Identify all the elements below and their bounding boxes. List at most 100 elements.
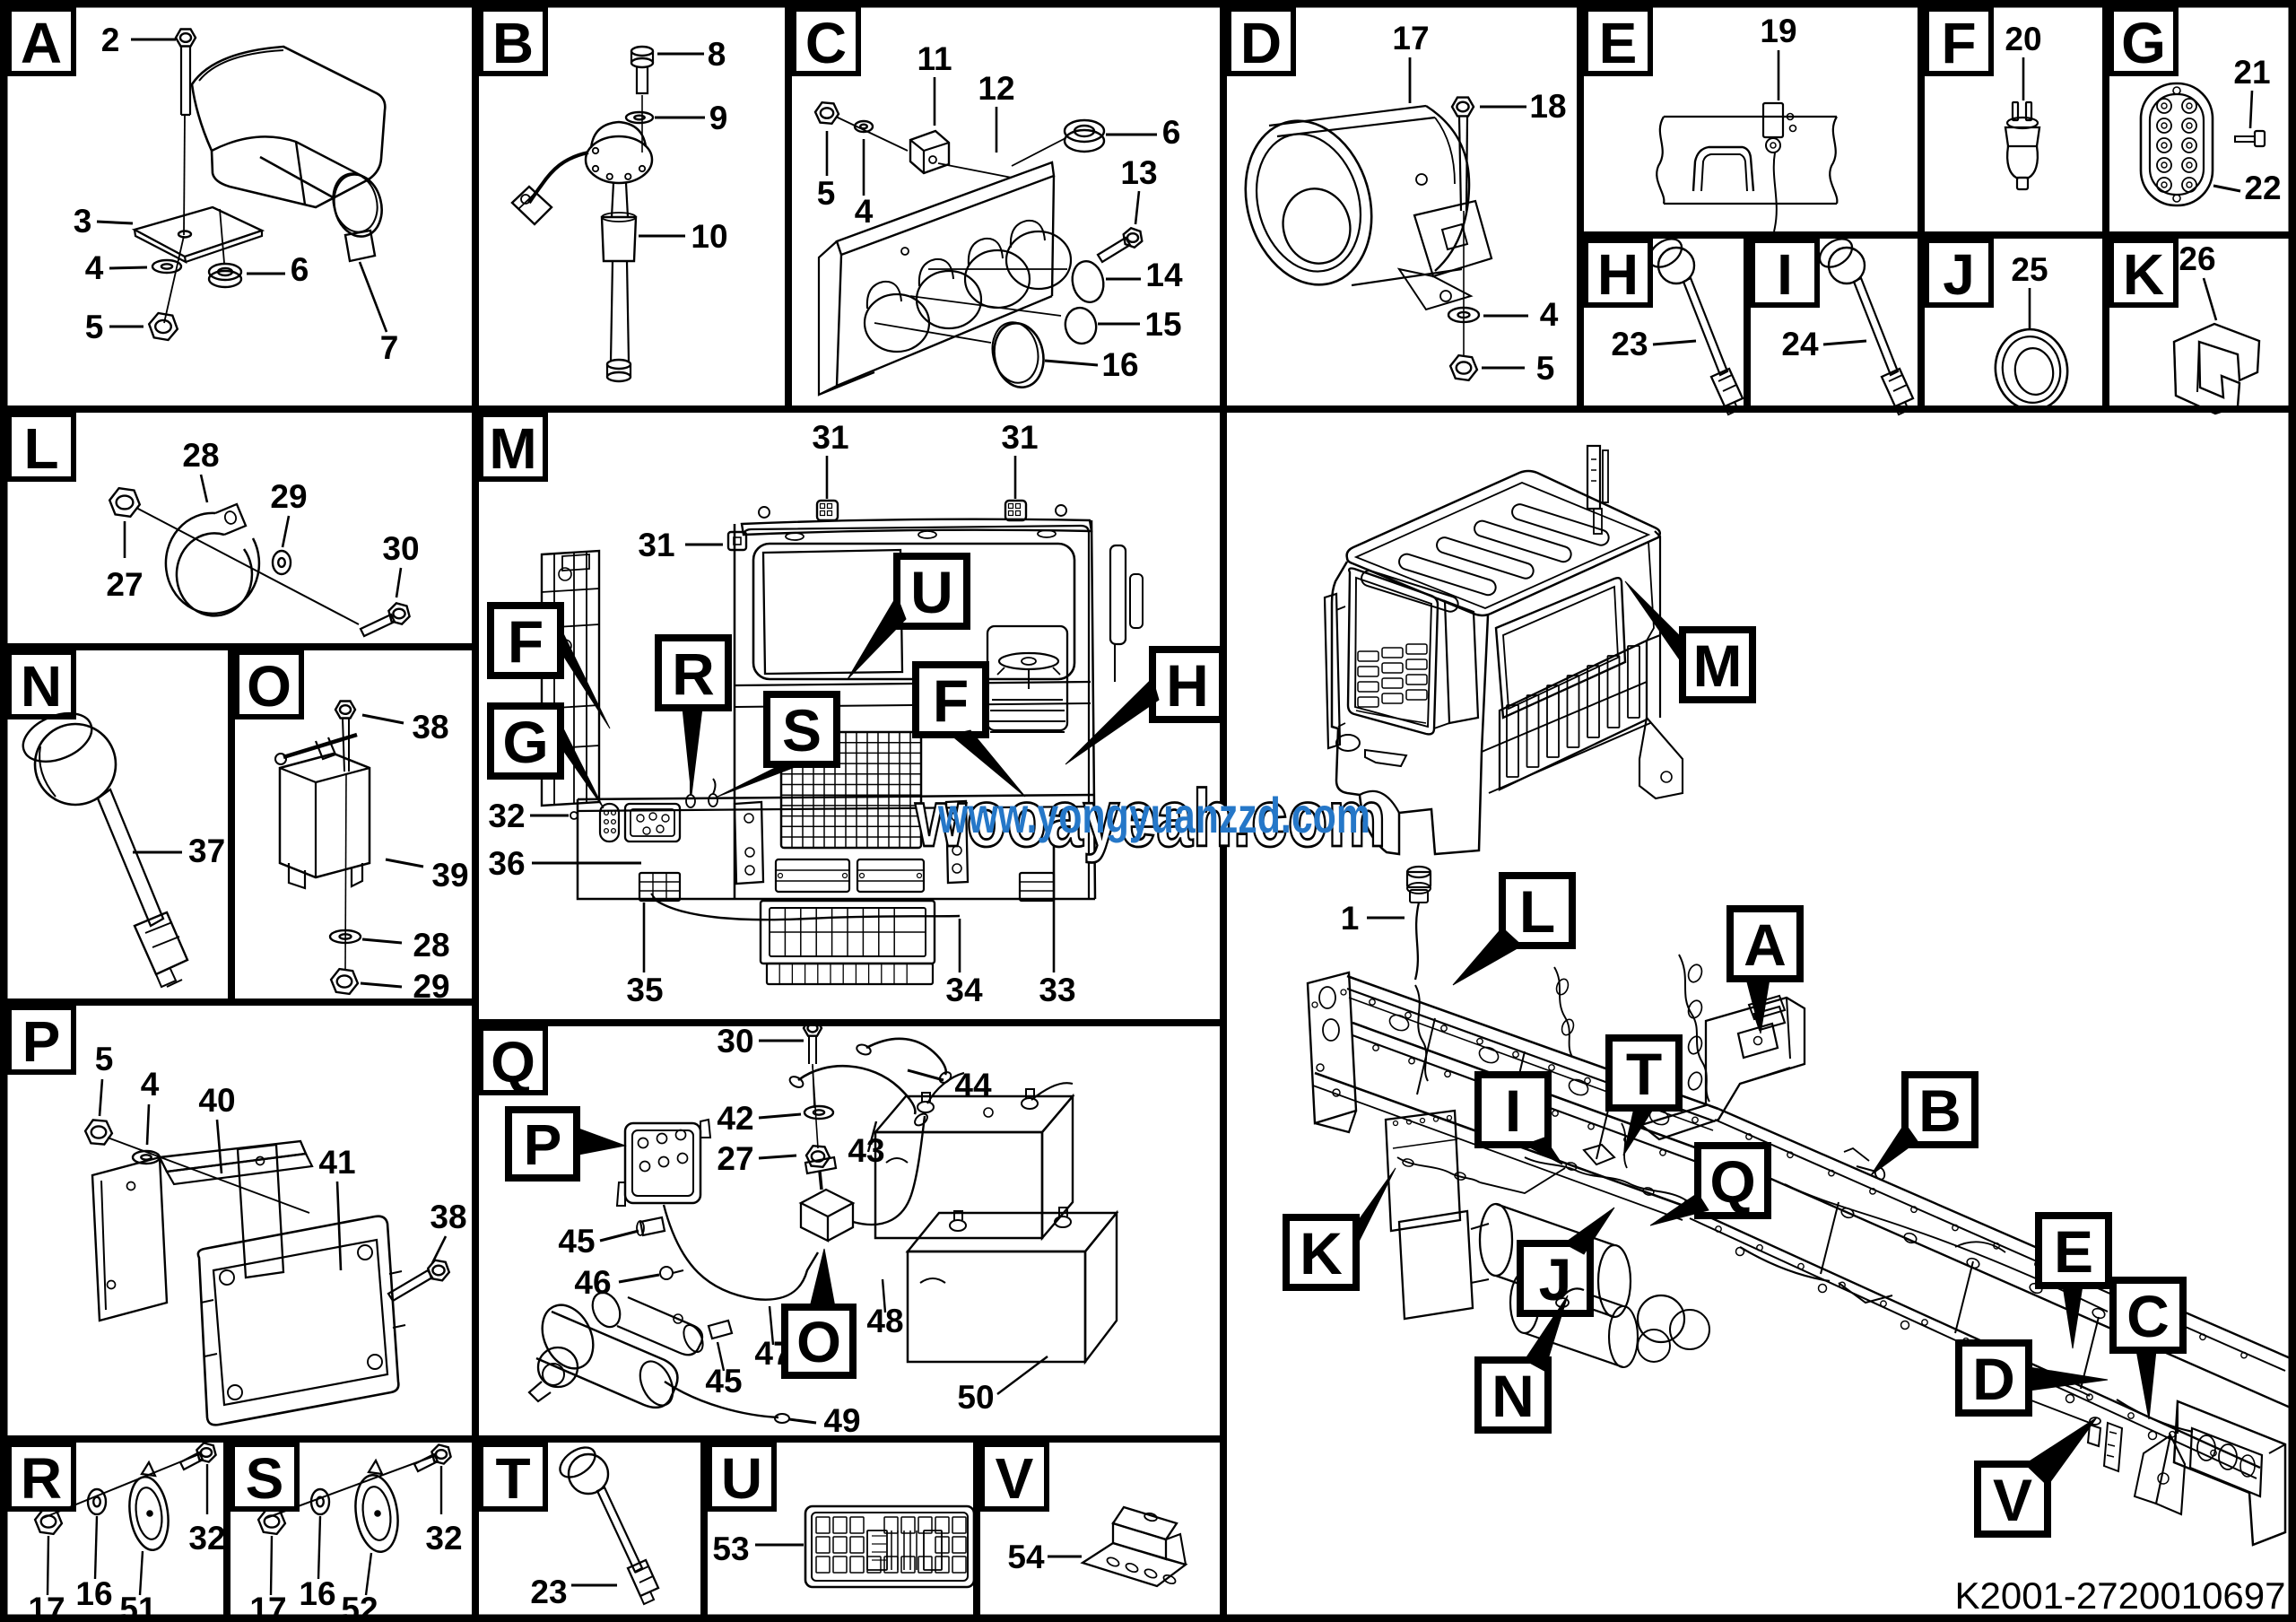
svg-text:32: 32: [188, 1520, 225, 1557]
svg-text:16: 16: [75, 1575, 112, 1612]
svg-text:24: 24: [1781, 326, 1819, 362]
svg-text:H: H: [1166, 652, 1209, 719]
svg-text:15: 15: [1144, 306, 1181, 343]
svg-text:52: 52: [341, 1591, 378, 1622]
svg-text:6: 6: [291, 251, 309, 288]
svg-text:B: B: [492, 11, 534, 75]
svg-text:17: 17: [28, 1591, 65, 1622]
svg-text:T: T: [495, 1446, 530, 1511]
svg-text:36: 36: [488, 845, 525, 882]
svg-text:4: 4: [141, 1066, 160, 1103]
svg-text:29: 29: [413, 968, 449, 1005]
svg-text:A: A: [1744, 911, 1787, 978]
svg-text:C: C: [2126, 1283, 2170, 1349]
svg-text:28: 28: [182, 437, 219, 474]
svg-text:33: 33: [1039, 972, 1075, 1008]
svg-text:8: 8: [708, 36, 726, 73]
svg-text:10: 10: [691, 218, 727, 255]
svg-text:P: P: [524, 1112, 562, 1177]
svg-text:31: 31: [812, 419, 848, 456]
svg-text:13: 13: [1120, 154, 1157, 191]
svg-text:O: O: [247, 654, 291, 719]
svg-text:F: F: [1941, 11, 1976, 75]
svg-text:14: 14: [1145, 257, 1183, 293]
svg-text:38: 38: [412, 709, 448, 746]
svg-text:31: 31: [638, 527, 674, 563]
svg-text:T: T: [1626, 1041, 1662, 1107]
svg-text:1: 1: [1341, 900, 1360, 937]
svg-text:21: 21: [2233, 54, 2270, 91]
svg-text:G: G: [2121, 11, 2166, 75]
svg-text:39: 39: [431, 857, 468, 894]
svg-text:Q: Q: [491, 1030, 535, 1094]
svg-text:11: 11: [917, 40, 952, 77]
svg-text:29: 29: [270, 478, 307, 515]
svg-text:M: M: [1693, 632, 1743, 699]
svg-text:5: 5: [95, 1041, 114, 1077]
svg-text:34: 34: [945, 972, 983, 1008]
svg-text:B: B: [1918, 1077, 1961, 1144]
svg-text:7: 7: [380, 329, 399, 366]
svg-text:I: I: [1505, 1077, 1521, 1144]
svg-text:42: 42: [717, 1100, 753, 1137]
svg-text:Q: Q: [1709, 1148, 1755, 1215]
svg-text:38: 38: [430, 1199, 466, 1235]
svg-text:E: E: [2054, 1218, 2093, 1285]
svg-text:S: S: [246, 1446, 284, 1511]
svg-text:5: 5: [85, 309, 104, 345]
svg-text:D: D: [1972, 1346, 2015, 1412]
svg-text:K2001-2720010697: K2001-2720010697: [1954, 1574, 2285, 1617]
svg-text:www.yongyuanzzd.com: www.yongyuanzzd.com: [937, 787, 1370, 843]
svg-text:32: 32: [488, 798, 525, 834]
svg-text:25: 25: [2011, 251, 2048, 288]
svg-text:35: 35: [626, 972, 663, 1008]
svg-text:D: D: [1240, 11, 1282, 75]
svg-text:K: K: [1300, 1220, 1343, 1286]
svg-text:37: 37: [188, 833, 225, 869]
svg-text:12: 12: [978, 70, 1014, 107]
svg-text:5: 5: [1536, 350, 1555, 387]
svg-text:46: 46: [574, 1264, 611, 1301]
svg-text:40: 40: [198, 1082, 235, 1119]
svg-text:S: S: [782, 697, 822, 763]
svg-text:44: 44: [954, 1067, 992, 1103]
svg-text:O: O: [796, 1310, 841, 1374]
svg-text:C: C: [805, 11, 847, 75]
svg-text:50: 50: [957, 1379, 994, 1416]
svg-text:30: 30: [717, 1023, 753, 1060]
svg-text:J: J: [1943, 242, 1975, 307]
svg-text:A: A: [21, 11, 62, 75]
svg-text:R: R: [21, 1446, 62, 1511]
svg-text:P: P: [22, 1009, 61, 1074]
svg-text:N: N: [1492, 1363, 1535, 1429]
svg-text:5: 5: [817, 175, 836, 212]
svg-text:wooayeah.com: wooayeah.com: [915, 774, 1387, 864]
svg-text:23: 23: [1611, 326, 1648, 362]
svg-text:30: 30: [382, 530, 419, 567]
svg-text:G: G: [502, 709, 548, 775]
svg-text:26: 26: [2179, 240, 2215, 277]
svg-text:54: 54: [1007, 1539, 1045, 1575]
svg-text:F: F: [508, 608, 544, 675]
svg-text:2: 2: [101, 22, 120, 58]
svg-text:23: 23: [530, 1574, 567, 1610]
svg-text:U: U: [910, 559, 953, 625]
svg-text:31: 31: [1001, 419, 1038, 456]
svg-text:E: E: [1599, 11, 1638, 75]
svg-text:K: K: [2123, 242, 2164, 307]
svg-text:16: 16: [1101, 346, 1138, 383]
svg-text:H: H: [1597, 242, 1639, 307]
svg-text:32: 32: [425, 1520, 462, 1557]
svg-text:49: 49: [823, 1402, 860, 1439]
svg-text:18: 18: [1529, 88, 1566, 125]
svg-text:U: U: [721, 1446, 762, 1511]
svg-text:19: 19: [1760, 13, 1796, 49]
svg-text:9: 9: [709, 100, 728, 136]
svg-text:51: 51: [119, 1591, 156, 1622]
svg-text:20: 20: [2005, 21, 2041, 57]
svg-text:V: V: [1993, 1467, 2032, 1533]
svg-text:J: J: [1539, 1246, 1572, 1312]
svg-text:4: 4: [1540, 296, 1559, 333]
svg-text:45: 45: [558, 1223, 595, 1260]
svg-text:F: F: [933, 667, 969, 734]
